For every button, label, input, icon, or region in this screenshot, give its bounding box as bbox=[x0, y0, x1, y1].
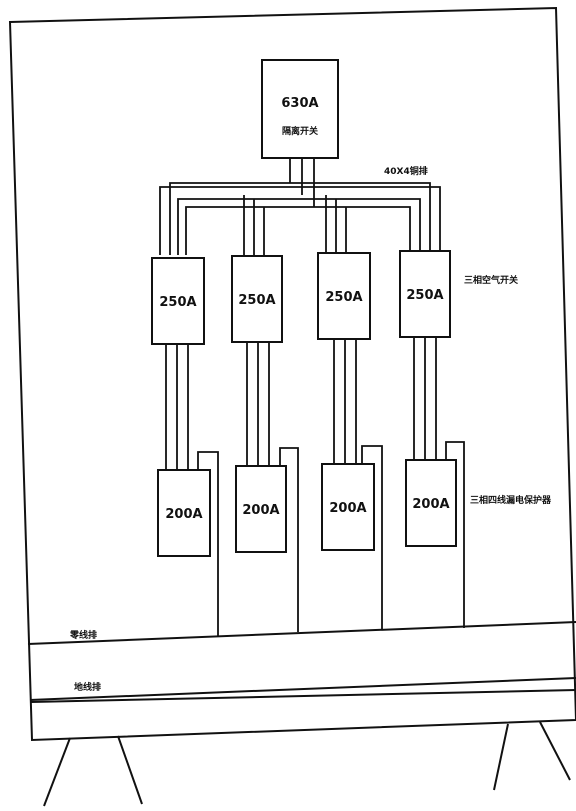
protector-rating: 200A bbox=[329, 501, 366, 516]
breaker-4: 250A bbox=[399, 250, 451, 338]
main-isolating-switch: 630A 隔离开关 bbox=[261, 59, 339, 159]
breaker-2: 250A bbox=[231, 255, 283, 343]
cabinet-leg bbox=[43, 737, 71, 807]
cabinet-leg bbox=[117, 735, 143, 805]
ground-bar-label: 地线排 bbox=[74, 681, 101, 693]
breaker-label: 三相空气开关 bbox=[464, 274, 518, 286]
neutral-bar-top bbox=[27, 621, 576, 645]
main-switch-name: 隔离开关 bbox=[282, 125, 318, 137]
protector-2: 200A bbox=[235, 465, 287, 553]
ground-bar-line bbox=[30, 689, 576, 703]
neutral-bar-bottom bbox=[29, 677, 576, 701]
protector-rating: 200A bbox=[412, 497, 449, 512]
neutral-wires bbox=[197, 441, 465, 636]
busbar-label: 40X4铜排 bbox=[384, 165, 428, 177]
breaker-rating: 250A bbox=[159, 295, 196, 310]
protector-rating: 200A bbox=[242, 503, 279, 518]
cabinet-outline bbox=[8, 6, 576, 742]
protector-3: 200A bbox=[321, 463, 375, 551]
protector-rating: 200A bbox=[165, 507, 202, 522]
protector-label: 三相四线漏电保护器 bbox=[470, 494, 552, 506]
breaker-to-protector-wires bbox=[165, 337, 437, 470]
breaker-rating: 250A bbox=[325, 290, 362, 305]
breaker-3: 250A bbox=[317, 252, 371, 340]
breaker-rating: 250A bbox=[238, 293, 275, 308]
copper-busbar bbox=[159, 158, 441, 255]
neutral-bar-label: 零线排 bbox=[69, 629, 97, 641]
breaker-rating: 250A bbox=[406, 288, 443, 303]
main-switch-rating: 630A bbox=[281, 96, 318, 111]
cabinet-leg bbox=[493, 723, 509, 791]
cabinet-leg bbox=[539, 721, 571, 781]
protector-4: 200A bbox=[405, 459, 457, 547]
breaker-1: 250A bbox=[151, 257, 205, 345]
protector-1: 200A bbox=[157, 469, 211, 557]
